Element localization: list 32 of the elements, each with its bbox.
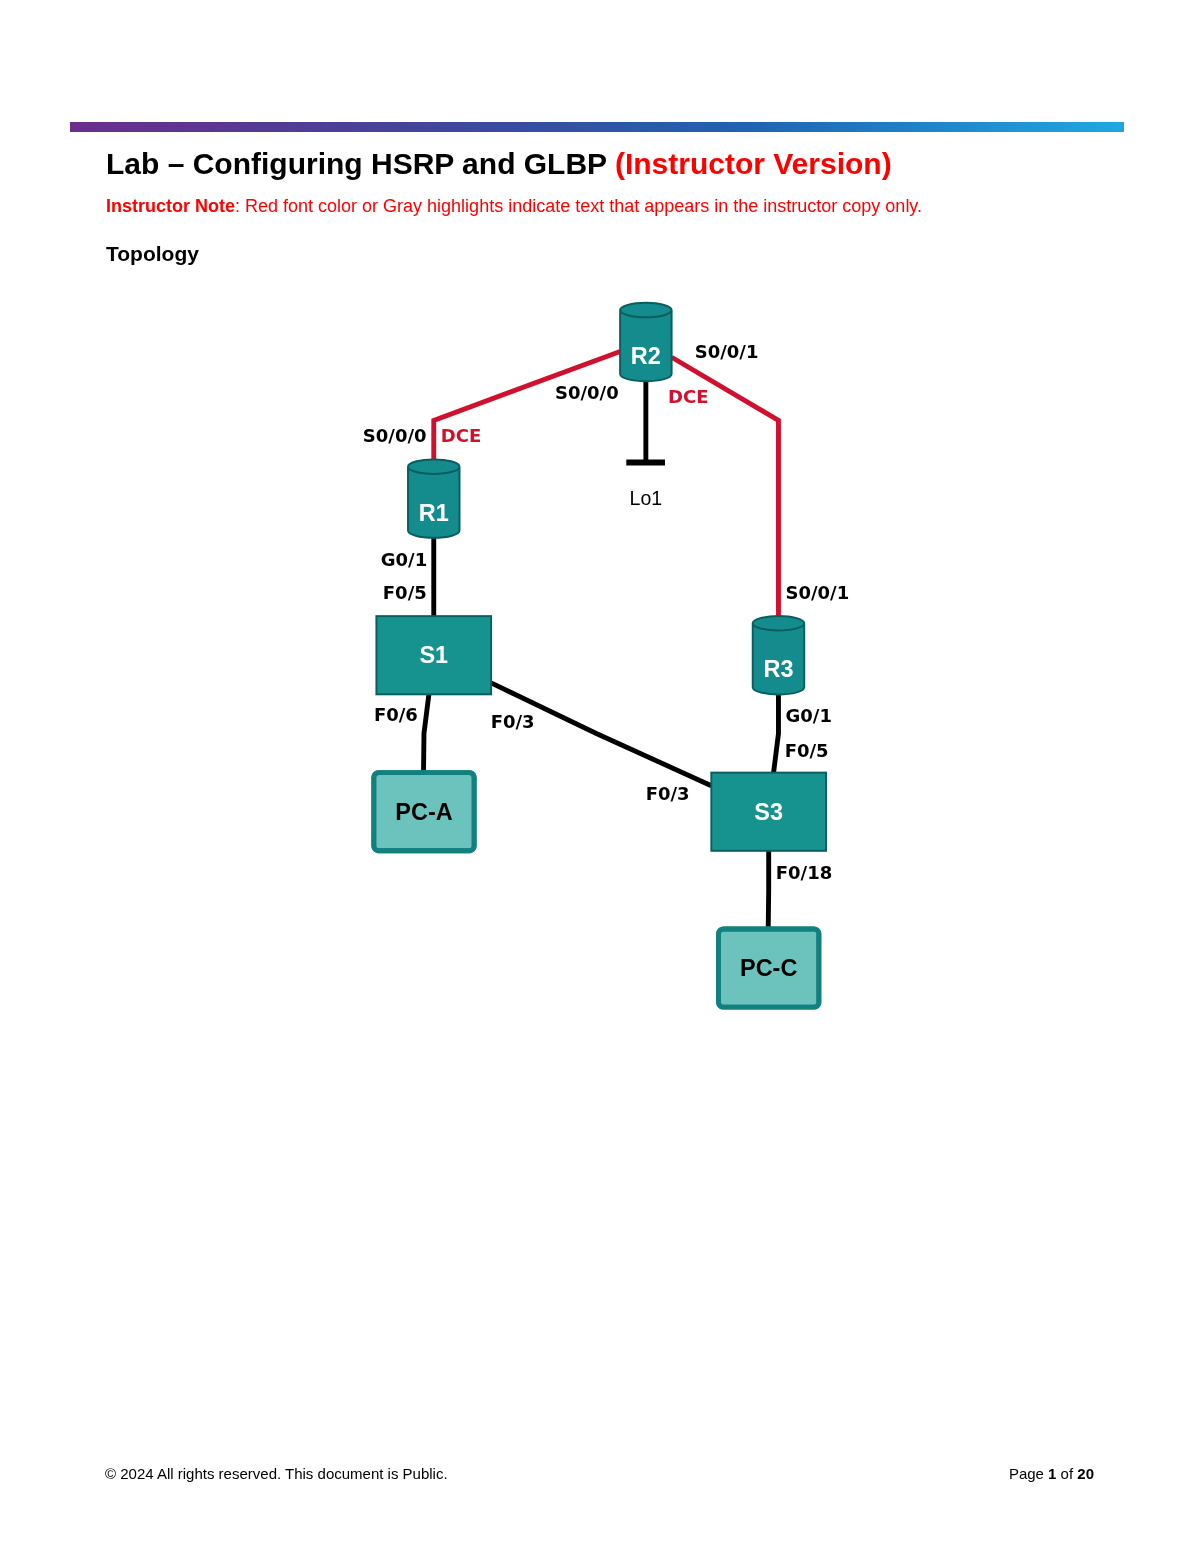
link-line xyxy=(670,355,781,617)
section-heading: Topology xyxy=(106,242,199,266)
interface-label: F0/18 xyxy=(775,862,833,884)
interface-label: F0/5 xyxy=(382,583,427,604)
switch-node: S3 xyxy=(710,771,828,852)
link-line xyxy=(431,537,437,617)
interface-label: F0/3 xyxy=(490,711,535,733)
switch-node: S1 xyxy=(375,615,493,696)
pc-node: PC-A xyxy=(371,770,477,854)
interface-label: F0/5 xyxy=(784,740,829,762)
copyright-notice: © 2024 All rights reserved. This document is Public. xyxy=(105,1465,448,1482)
page-number: Page 1 of 20 xyxy=(1008,1465,1094,1482)
interface-label: G0/1 xyxy=(380,549,428,571)
interface-label: S0/0/1 xyxy=(694,341,759,363)
interface-label: S0/0/0 xyxy=(555,383,619,404)
interface-label: DCE xyxy=(440,426,482,448)
page-title: Lab – Configuring HSRP and GLBP (Instructor Version) xyxy=(106,147,892,181)
router-node: R1 xyxy=(407,458,461,539)
interface-label: G0/1 xyxy=(785,706,832,728)
interface-label: S0/0/1 xyxy=(785,583,850,604)
interface-label: S0/0/0 xyxy=(362,426,427,448)
router-node: R3 xyxy=(751,615,806,696)
interface-label: F0/6 xyxy=(373,705,418,726)
link-line xyxy=(431,349,622,460)
interface-label: F0/3 xyxy=(645,783,690,805)
pc-node: PC-C xyxy=(716,926,822,1010)
router-node: R2 xyxy=(619,301,673,383)
loopback-label: Lo1 xyxy=(629,487,663,510)
link-line xyxy=(765,850,772,930)
interface-label: DCE xyxy=(668,386,709,408)
instructor-note: Instructor Note: Red font color or Gray highlights indicate text that appears in the instructor copy only. xyxy=(106,196,923,217)
link-line xyxy=(771,694,781,773)
